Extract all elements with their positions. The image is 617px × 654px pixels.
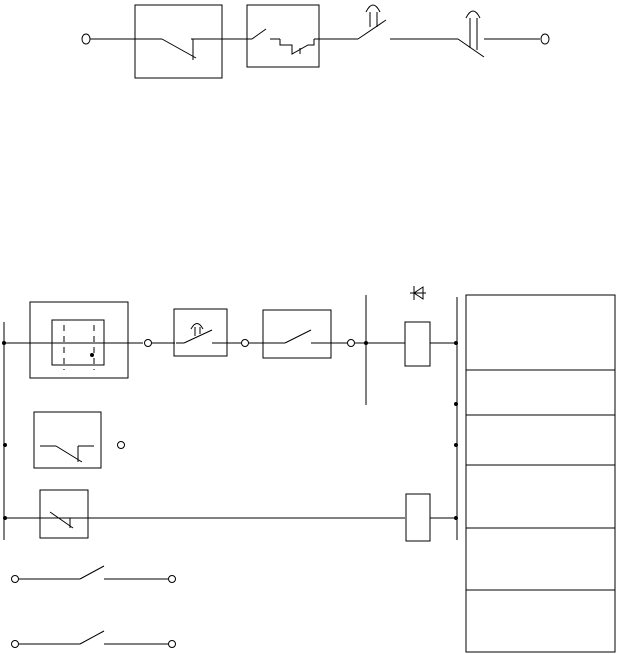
rung-3-contact-blade <box>49 511 74 529</box>
pushbutton-box <box>173 308 228 357</box>
bus-node <box>364 341 368 345</box>
switch-a-blade <box>79 565 105 580</box>
top-relay-box-2 <box>246 4 320 68</box>
right-rail-node <box>454 341 458 345</box>
table-frame <box>465 294 616 653</box>
top-left-terminal <box>81 33 91 45</box>
top-pushbutton-blade-1 <box>357 19 387 40</box>
switch-b-blade <box>79 630 105 645</box>
diode-icon <box>410 286 426 300</box>
top-contact-blade-2 <box>251 28 267 40</box>
switch-a-right-terminal <box>168 575 176 583</box>
switch-blade <box>284 329 312 344</box>
legend-table <box>465 294 616 653</box>
switch-b-left-terminal <box>11 640 19 648</box>
top-delay-contact <box>279 39 315 55</box>
right-rail-node <box>454 402 458 406</box>
inner-node <box>90 353 94 357</box>
bottom-circuit <box>2 286 616 653</box>
top-circuit <box>81 4 550 79</box>
switch-box <box>262 309 332 359</box>
left-rail-node <box>3 443 7 447</box>
top-relay-box-1 <box>134 4 223 79</box>
relay-box-3 <box>39 489 89 539</box>
relay-box-double <box>29 301 129 379</box>
relay-inner-box <box>51 319 105 366</box>
right-rail-node <box>454 443 458 447</box>
coil-1 <box>404 321 431 367</box>
top-right-terminal <box>540 33 550 45</box>
switch-a-left-terminal <box>11 575 19 583</box>
pushbutton-blade <box>183 329 213 344</box>
rung-1-terminal <box>347 339 355 347</box>
relay-box-2 <box>33 411 102 469</box>
rung-2-terminal <box>117 441 125 449</box>
coil-2 <box>405 493 431 542</box>
switch-b-right-terminal <box>168 640 176 648</box>
pushbutton-head <box>190 323 204 330</box>
top-mushroom-head-2 <box>465 10 481 19</box>
rung-1-terminal <box>144 339 152 347</box>
top-contact-blade-1 <box>161 38 197 59</box>
rung-1-terminal <box>241 339 249 347</box>
top-mushroom-head-1 <box>365 4 381 13</box>
top-pushbutton-blade-2 <box>457 38 485 58</box>
